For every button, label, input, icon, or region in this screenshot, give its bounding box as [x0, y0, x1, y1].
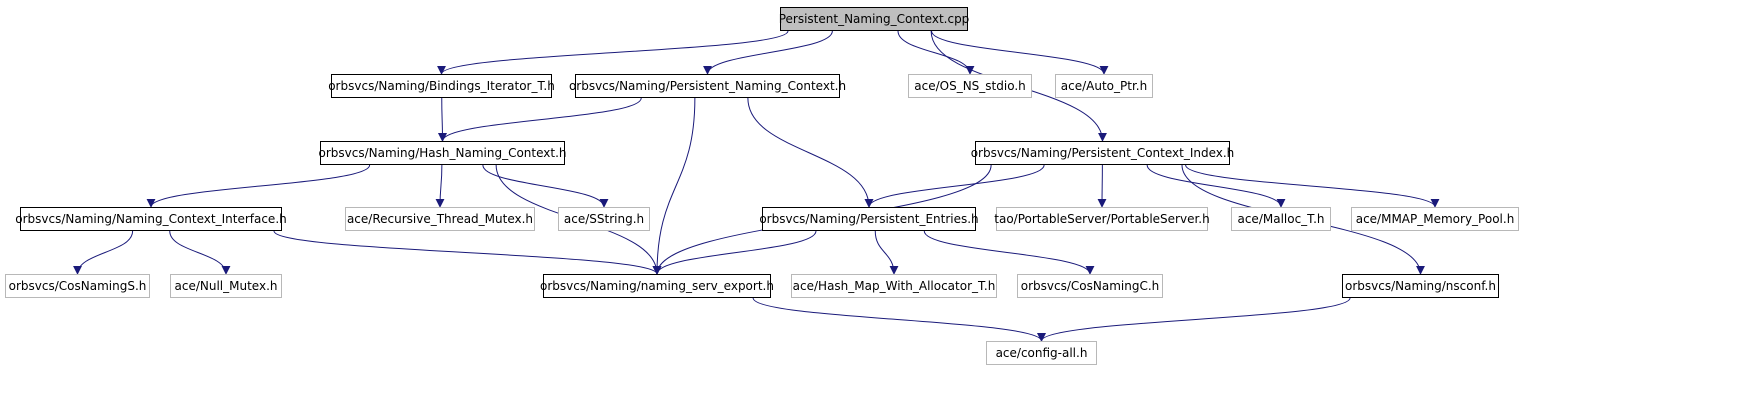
edge-n0-n2 — [703, 30, 833, 75]
node-auto-ptr-h[interactable]: ace/Auto_Ptr.h — [1055, 74, 1153, 98]
node-label: orbsvcs/Naming/nsconf.h — [1345, 279, 1496, 293]
node-label: orbsvcs/Naming/Persistent_Naming_Context… — [568, 79, 847, 93]
edge-n0-n3 — [897, 30, 975, 75]
node-label: ace/config-all.h — [995, 346, 1088, 360]
node-recursive-thread-mutex-h[interactable]: ace/Recursive_Thread_Mutex.h — [345, 207, 535, 231]
edge-n0-n1 — [437, 30, 789, 75]
edge-n16-n20 — [752, 297, 1046, 342]
edge-n5-n9 — [482, 164, 609, 208]
edge-n19-n20 — [1037, 297, 1351, 342]
node-hash-map-with-allocator-t-h[interactable]: ace/Hash_Map_With_Allocator_T.h — [791, 274, 997, 298]
node-nsconf-h[interactable]: orbsvcs/Naming/nsconf.h — [1342, 274, 1499, 298]
node-label: tao/PortableServer/PortableServer.h — [994, 212, 1210, 226]
edge-n7-n16 — [273, 230, 662, 275]
node-label: orbsvcs/Naming/naming_serv_export.h — [540, 279, 774, 293]
node-naming-serv-export-h[interactable]: orbsvcs/Naming/naming_serv_export.h — [540, 274, 774, 298]
edge-n10-n18 — [923, 230, 1095, 275]
node-label: orbsvcs/Naming/Hash_Naming_Context.h — [318, 146, 567, 160]
node-persistent-entries-h[interactable]: orbsvcs/Naming/Persistent_Entries.h — [759, 207, 979, 231]
edge-n2-n16 — [652, 97, 696, 275]
edge-n10-n17 — [874, 230, 899, 275]
node-cosnamingc-h[interactable]: orbsvcs/CosNamingC.h — [1017, 274, 1163, 298]
node-persistent-naming-context-h[interactable]: orbsvcs/Naming/Persistent_Naming_Context… — [569, 74, 846, 98]
edge-n6-n13 — [1185, 164, 1440, 208]
node-label: ace/Hash_Map_With_Allocator_T.h — [792, 279, 996, 293]
node-label: ace/Recursive_Thread_Mutex.h — [346, 212, 534, 226]
node-label: orbsvcs/CosNamingC.h — [1020, 279, 1160, 293]
edge-n2-n5 — [438, 97, 642, 142]
edge-n5-n7 — [146, 164, 371, 208]
node-hash-naming-context-h[interactable]: orbsvcs/Naming/Hash_Naming_Context.h — [318, 141, 567, 165]
node-malloc-t-h[interactable]: ace/Malloc_T.h — [1231, 207, 1331, 231]
node-cosnamings-h[interactable]: orbsvcs/CosNamingS.h — [5, 274, 150, 298]
node-label: ace/Auto_Ptr.h — [1060, 79, 1148, 93]
node-mmap-memory-pool-h[interactable]: ace/MMAP_Memory_Pool.h — [1351, 207, 1519, 231]
node-label: Persistent_Naming_Context.cpp — [778, 12, 970, 26]
node-persistent-naming-context-cpp[interactable]: Persistent_Naming_Context.cpp — [778, 7, 970, 31]
edge-n0-n4 — [931, 30, 1109, 75]
node-label: orbsvcs/Naming/Persistent_Entries.h — [759, 212, 979, 226]
node-null-mutex-h[interactable]: ace/Null_Mutex.h — [170, 274, 282, 298]
edge-n5-n8 — [435, 164, 445, 208]
edge-n7-n14 — [73, 230, 134, 275]
node-os-ns-stdio-h[interactable]: ace/OS_NS_stdio.h — [908, 74, 1032, 98]
node-config-all-h[interactable]: ace/config-all.h — [986, 341, 1097, 365]
node-sstring-h[interactable]: ace/SString.h — [558, 207, 650, 231]
node-label: orbsvcs/Naming/Naming_Context_Interface.… — [15, 212, 287, 226]
node-label: ace/MMAP_Memory_Pool.h — [1355, 212, 1515, 226]
node-label: orbsvcs/Naming/Bindings_Iterator_T.h — [328, 79, 555, 93]
node-portableserver-h[interactable]: tao/PortableServer/PortableServer.h — [994, 207, 1210, 231]
edge-n6-n12 — [1146, 164, 1286, 208]
node-bindings-iterator-t-h[interactable]: orbsvcs/Naming/Bindings_Iterator_T.h — [328, 74, 555, 98]
node-label: orbsvcs/Naming/Persistent_Context_Index.… — [970, 146, 1235, 160]
edge-n7-n15 — [169, 230, 231, 275]
node-persistent-context-index-h[interactable]: orbsvcs/Naming/Persistent_Context_Index.… — [971, 141, 1234, 165]
node-label: ace/Malloc_T.h — [1237, 212, 1325, 226]
edge-n2-n10 — [747, 97, 874, 208]
node-label: ace/OS_NS_stdio.h — [914, 79, 1026, 93]
edge-n6-n10 — [864, 164, 1045, 208]
node-label: orbsvcs/CosNamingS.h — [8, 279, 147, 293]
edge-n1-n5 — [437, 97, 447, 142]
node-label: ace/SString.h — [563, 212, 645, 226]
edge-n10-n16 — [652, 230, 817, 275]
node-naming-context-interface-h[interactable]: orbsvcs/Naming/Naming_Context_Interface.… — [15, 207, 287, 231]
node-label: ace/Null_Mutex.h — [174, 279, 278, 293]
